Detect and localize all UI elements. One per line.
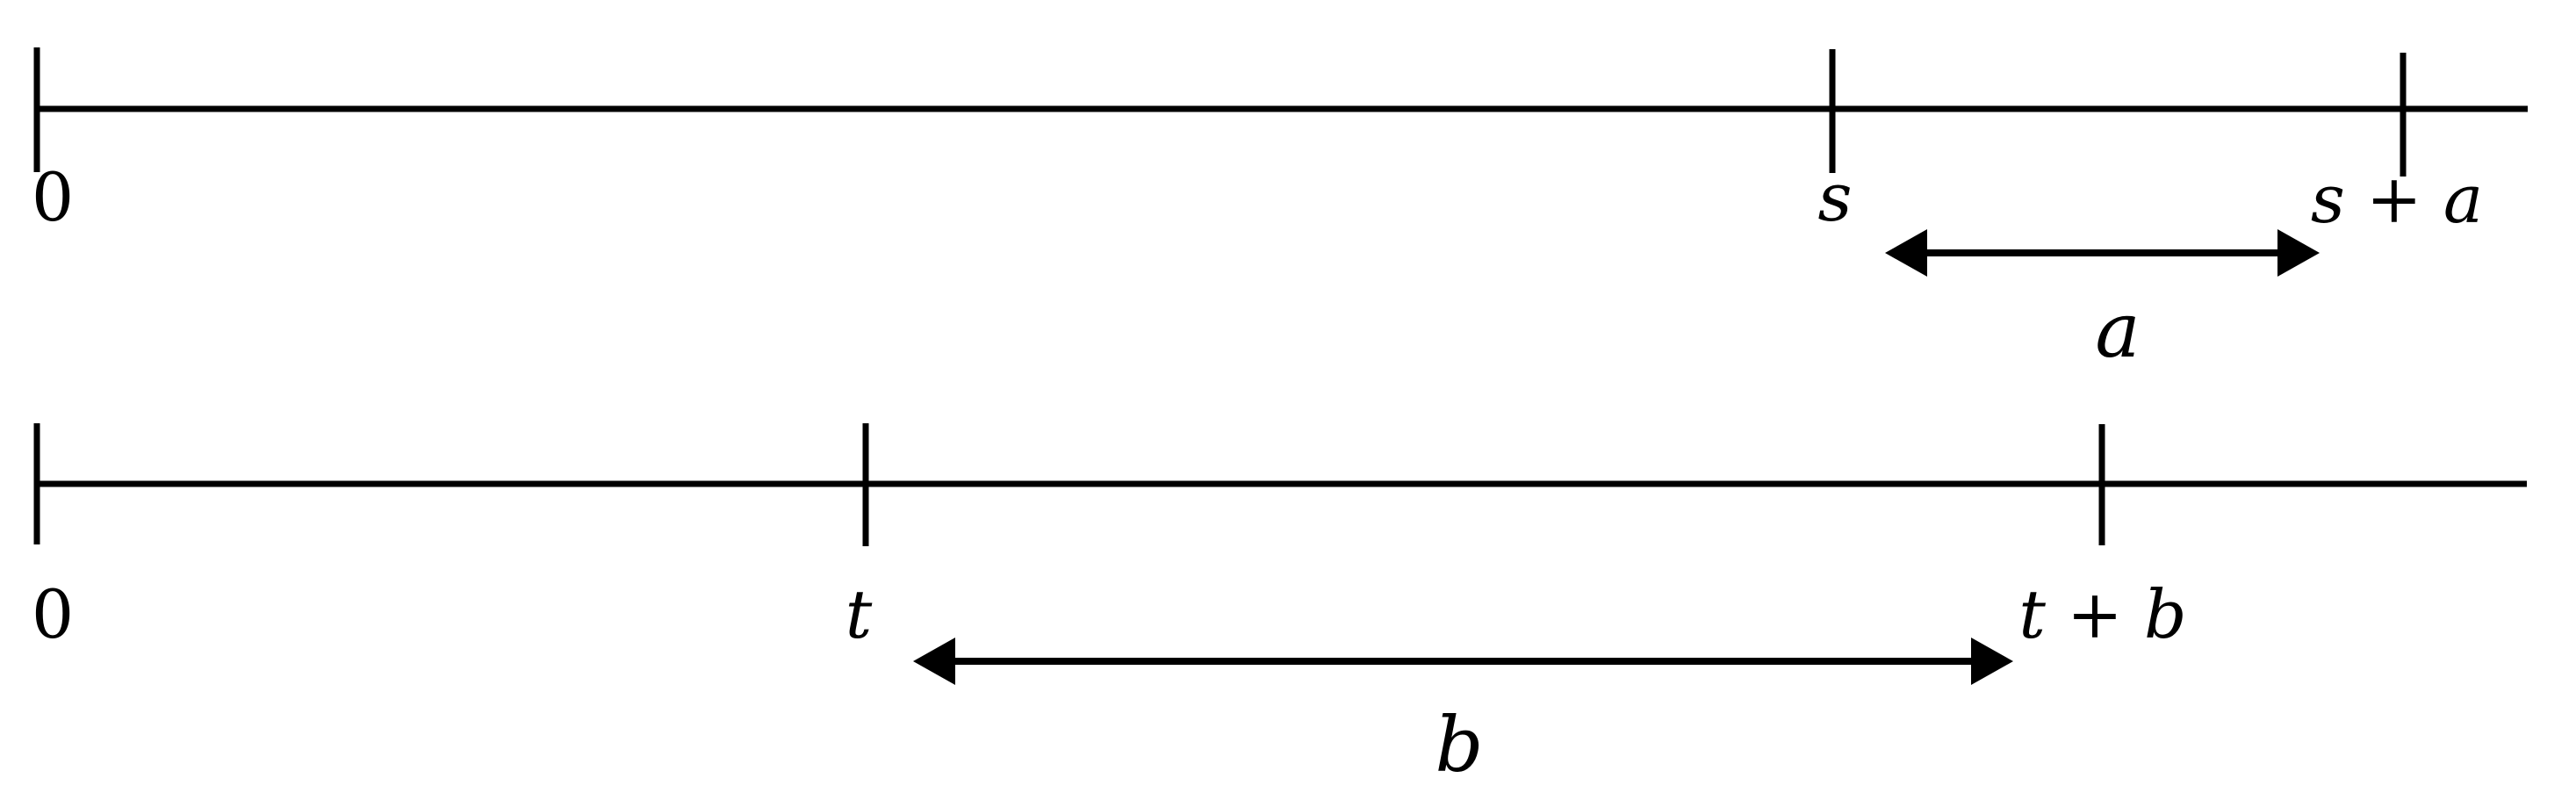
bottom-tick-label-t: t bbox=[845, 575, 873, 653]
top-tick-label-s: s bbox=[1817, 158, 1852, 236]
interval-label-a: a bbox=[2095, 287, 2140, 375]
interval-label-b: b bbox=[1435, 702, 1483, 789]
top-tick-label-zero: 0 bbox=[32, 158, 74, 236]
interval-arrow-a bbox=[1885, 229, 2320, 277]
bottom-tick-label-t-plus-b: t + b bbox=[2018, 575, 2186, 653]
interval-arrow-a-left-arrowhead bbox=[1885, 229, 1927, 277]
interval-arrow-b-right-arrowhead bbox=[1971, 638, 2013, 685]
bottom-tick-label-zero: 0 bbox=[32, 575, 74, 653]
number-line-bottom: 0 t t + b b bbox=[32, 423, 2527, 789]
top-tick-label-s-plus-a: s + a bbox=[2311, 160, 2483, 238]
interval-arrow-b bbox=[913, 638, 2013, 685]
number-line-top: 0 s s + a a bbox=[32, 47, 2528, 375]
interval-arrow-b-left-arrowhead bbox=[913, 638, 955, 685]
interval-arrow-a-right-arrowhead bbox=[2277, 229, 2320, 277]
